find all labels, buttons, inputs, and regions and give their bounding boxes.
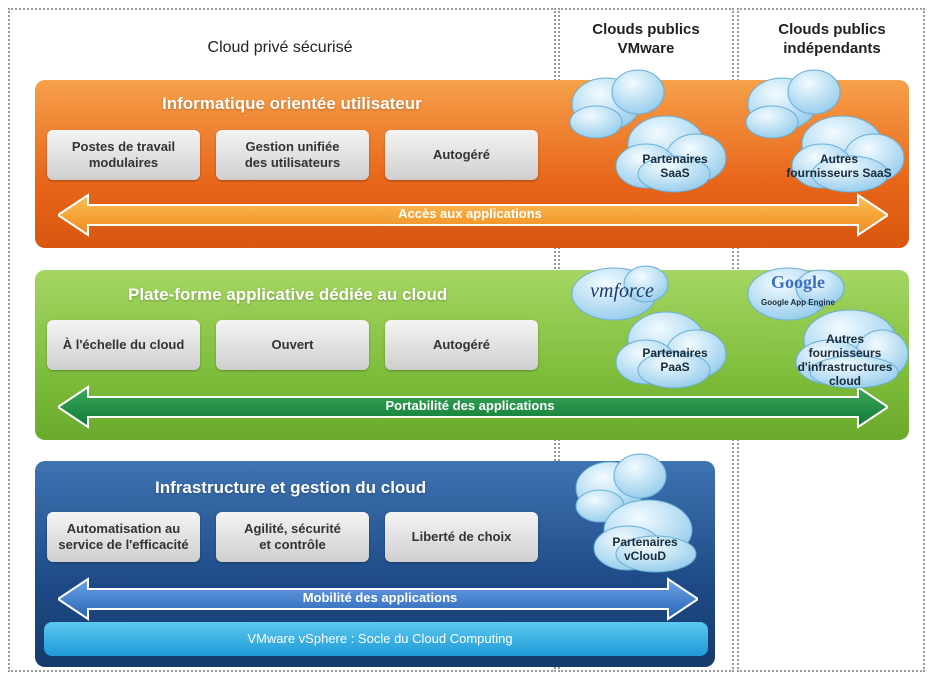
vmforce-logo: vmforce [590, 280, 654, 302]
other-saas-cloud [745, 69, 905, 193]
cloud-text: Partenaires [642, 346, 708, 360]
feature-text: Agilité, sécurité [244, 521, 341, 536]
cloud-platform-title: Plate-forme applicative dédiée au cloud [128, 285, 448, 304]
application-access-arrow [58, 193, 888, 237]
feature-text: Gestion unifiée [245, 139, 340, 154]
feature-text: Automatisation au [66, 521, 181, 536]
feature-freedom-of-choice: Liberté de choix [385, 512, 538, 562]
cloud-infrastructure-title: Infrastructure et gestion du cloud [155, 478, 427, 497]
application-portability-label: Portabilité des applications [385, 398, 555, 413]
feature-text: Ouvert [271, 337, 314, 352]
vsphere-foundation-label: VMware vSphere : Socle du Cloud Computin… [247, 631, 513, 646]
application-access-label: Accès aux applications [398, 206, 542, 221]
cloud-text: Autres [819, 152, 858, 166]
independent-public-title-line1: Clouds publics [778, 21, 886, 38]
cloud-text: Partenaires [612, 535, 678, 549]
private-cloud-title: Cloud privé sécurisé [207, 39, 353, 56]
cloud-text: Partenaires [642, 152, 708, 166]
application-mobility-label: Mobilité des applications [302, 590, 458, 605]
cloud-text: d'infrastructures cloud [797, 360, 893, 388]
feature-text: service de l'efficacité [58, 537, 189, 552]
user-computing-title: Informatique orientée utilisateur [162, 94, 422, 113]
vcloud-partners-cloud [575, 453, 697, 573]
cloud-text: Autres [825, 332, 864, 346]
feature-self-managed-platform: Autogéré [385, 320, 538, 370]
cloud-text: vClouD [624, 549, 666, 563]
feature-text: modulaires [88, 155, 159, 170]
feature-text: et contrôle [259, 537, 326, 552]
cloud-text: SaaS [660, 166, 690, 180]
cloud-text: fournisseurs [808, 346, 882, 360]
feature-text: Autogéré [432, 147, 491, 162]
application-portability-arrow [58, 385, 888, 429]
feature-text: des utilisateurs [244, 155, 341, 170]
infra-providers-cloud [747, 267, 909, 389]
saas-partners-cloud [569, 69, 727, 193]
feature-self-managed-user: Autogéré [385, 130, 538, 180]
feature-cloud-scale: À l'échelle du cloud [47, 320, 200, 370]
independent-public-title: Clouds publics indépendants [740, 20, 924, 58]
feature-text: Liberté de choix [411, 529, 512, 544]
application-mobility-arrow [58, 577, 698, 621]
vmware-public-title: Clouds publics VMware [560, 20, 732, 58]
feature-text: Autogéré [432, 337, 491, 352]
feature-text: À l'échelle du cloud [62, 337, 185, 352]
feature-open: Ouvert [216, 320, 369, 370]
google-app-engine-label: Google App Engine [761, 298, 835, 307]
vmware-public-title-line1: Clouds publics [592, 21, 700, 38]
feature-text: Postes de travail [71, 139, 176, 154]
independent-public-title-line2: indépendants [783, 40, 881, 57]
cloud-text: fournisseurs SaaS [786, 166, 892, 180]
google-logo: Google [771, 272, 825, 292]
paas-partners-cloud [571, 265, 727, 389]
vmware-public-title-line2: VMware [617, 40, 675, 57]
cloud-text: PaaS [660, 360, 690, 374]
vsphere-foundation-bar [44, 622, 708, 656]
